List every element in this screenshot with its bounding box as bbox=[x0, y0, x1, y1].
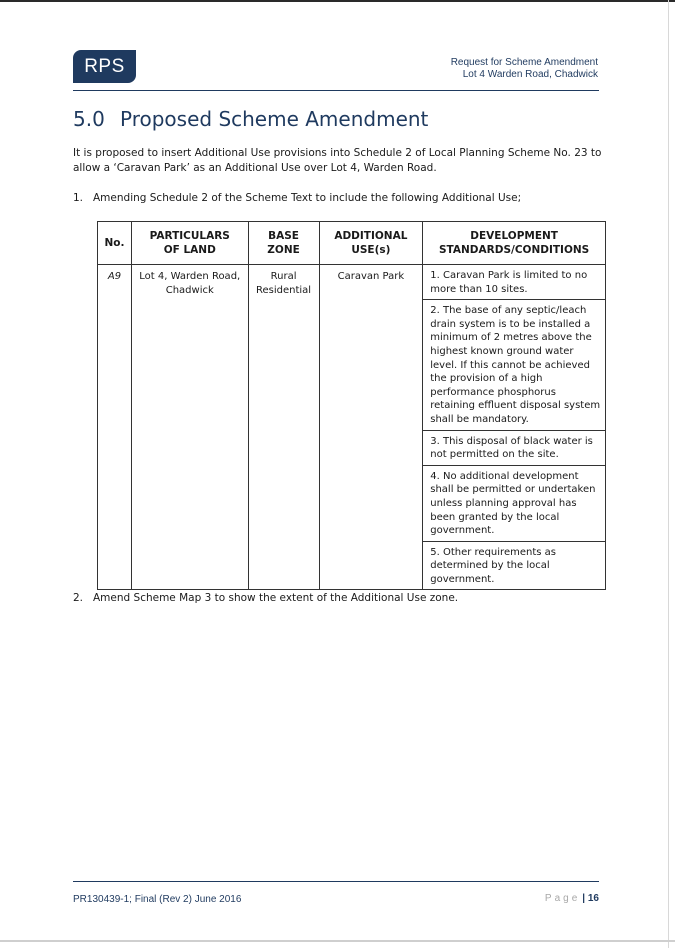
condition-4: 4. No additional development shall be pe… bbox=[423, 466, 605, 542]
section-number: 5.0 bbox=[73, 107, 105, 131]
condition-1: 1. Caravan Park is limited to no more th… bbox=[423, 265, 605, 301]
table-row: A9 Lot 4, Warden Road, Chadwick Rural Re… bbox=[97, 263, 606, 591]
cell-no: A9 bbox=[97, 263, 132, 591]
list-item-number: 1. bbox=[73, 192, 84, 204]
cell-conditions: 1. Caravan Park is limited to no more th… bbox=[422, 263, 606, 591]
intro-paragraph: It is proposed to insert Additional Use … bbox=[73, 147, 602, 174]
header-rule bbox=[73, 90, 599, 91]
section-heading: 5.0 Proposed Scheme Amendment bbox=[73, 107, 428, 131]
list-item-2: 2. Amend Scheme Map 3 to show the extent … bbox=[73, 591, 458, 606]
condition-5: 5. Other requirements as determined by t… bbox=[430, 546, 556, 585]
col-header-no: No. bbox=[97, 221, 132, 265]
list-item-text: Amending Schedule 2 of the Scheme Text t… bbox=[93, 192, 522, 204]
list-item-1: 1. Amending Schedule 2 of the Scheme Text… bbox=[73, 191, 521, 206]
document-reference: PR130439-1; Final (Rev 2) June 2016 bbox=[73, 894, 242, 905]
footer-rule bbox=[73, 881, 599, 882]
page-indicator: Page| 16 bbox=[545, 893, 599, 904]
scan-edge-top bbox=[0, 0, 675, 2]
cell-additional-use: Caravan Park bbox=[318, 263, 424, 591]
page-separator: | bbox=[582, 893, 586, 904]
header-title-line2: Lot 4 Warden Road, Chadwick bbox=[462, 69, 598, 80]
cell-base-zone: Rural Residential bbox=[247, 263, 320, 591]
rps-logo: RPS bbox=[73, 50, 136, 83]
cell-particulars: Lot 4, Warden Road, Chadwick bbox=[130, 263, 249, 591]
condition-3: 3. This disposal of black water is not p… bbox=[423, 431, 605, 466]
logo-text: RPS bbox=[84, 55, 125, 77]
page-number: 16 bbox=[587, 893, 599, 904]
page-word: Page bbox=[544, 893, 581, 904]
section-title: Proposed Scheme Amendment bbox=[120, 107, 429, 131]
scan-edge-right bbox=[668, 0, 669, 948]
list-item-number: 2. bbox=[73, 592, 84, 604]
document-header: Request for Scheme Amendment Lot 4 Warde… bbox=[451, 57, 598, 81]
scan-edge-bottom bbox=[0, 940, 675, 942]
list-item-text: Amend Scheme Map 3 to show the extent of… bbox=[93, 592, 459, 604]
header-title-line1: Request for Scheme Amendment bbox=[450, 57, 598, 68]
condition-2: 2. The base of any septic/leach drain sy… bbox=[423, 300, 605, 431]
